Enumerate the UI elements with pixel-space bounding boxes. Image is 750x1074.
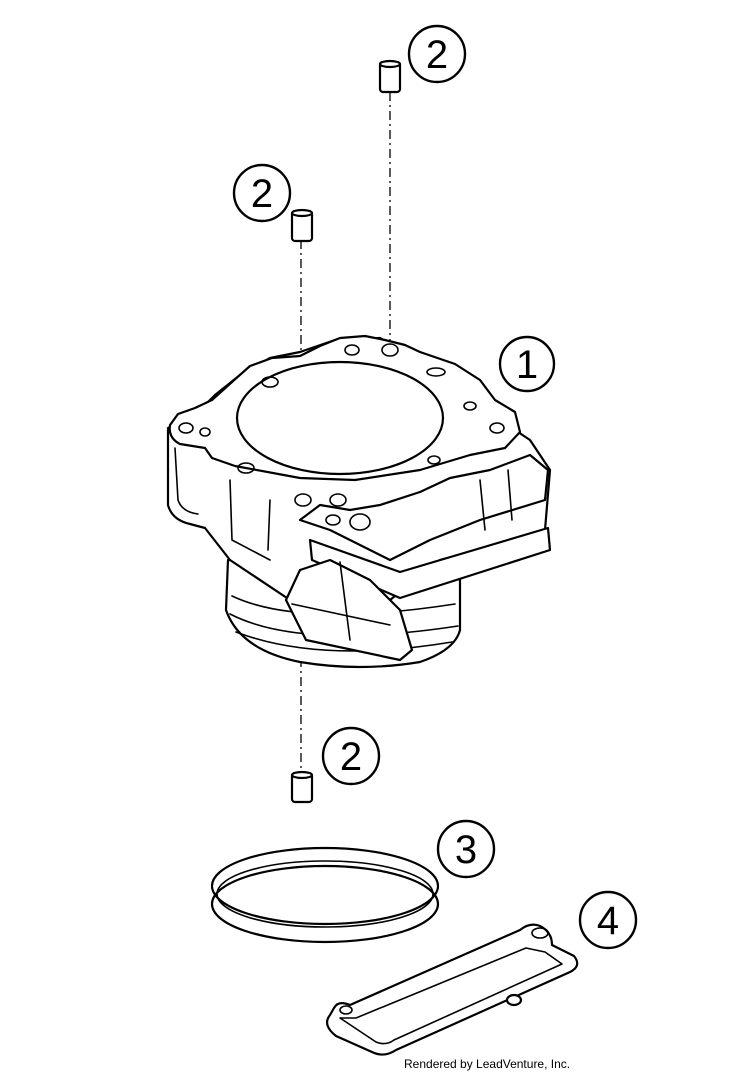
callout-o-ring: 3 — [436, 819, 496, 879]
gasket-part — [326, 923, 579, 1056]
callout-gasket: 4 — [578, 890, 638, 950]
dowel-pin-top-left — [290, 208, 314, 243]
dowel-pin-top-right — [378, 59, 402, 94]
callout-label: 4 — [597, 899, 619, 943]
callout-dowel-bottom: 2 — [321, 726, 381, 786]
callout-label: 2 — [340, 735, 362, 779]
callout-label: 3 — [455, 828, 477, 872]
callout-cylinder: 1 — [498, 335, 556, 393]
o-ring-part — [210, 846, 440, 944]
callout-label: 2 — [251, 172, 273, 216]
callout-dowel-top-right: 2 — [407, 24, 467, 84]
callout-dowel-top-left: 2 — [232, 163, 292, 223]
callout-label: 2 — [426, 33, 448, 77]
footer-credit: Rendered by LeadVenture, Inc. — [404, 1057, 570, 1071]
cylinder-part — [166, 334, 552, 669]
dowel-pin-bottom — [290, 770, 314, 804]
callout-label: 1 — [516, 343, 538, 387]
